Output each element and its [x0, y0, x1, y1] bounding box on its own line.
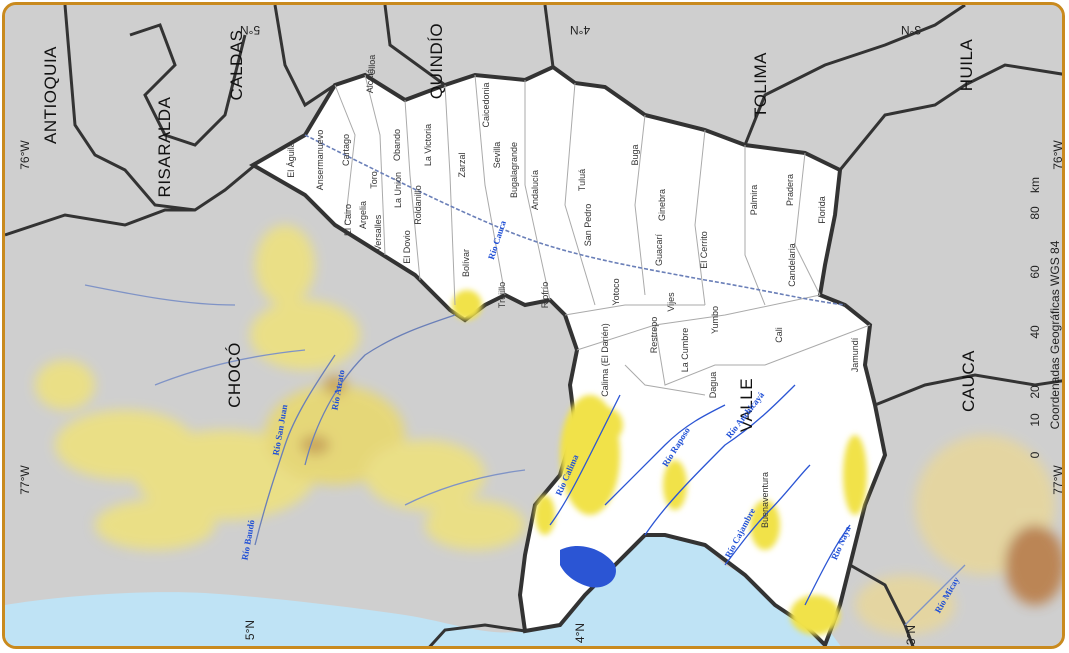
municipality-label: Tuluá — [577, 168, 587, 192]
municipality-label: Bolívar — [461, 248, 471, 278]
municipality-label: Jamundí — [850, 337, 860, 373]
municipality-label: Obando — [392, 128, 402, 162]
department-label: CALDAS — [227, 29, 246, 101]
municipality-label: El Cerrito — [699, 231, 709, 269]
municipality-label: Riofrío — [540, 281, 550, 309]
scale-tick-label: 10 — [1028, 413, 1042, 427]
department-label: HUILA — [957, 38, 976, 92]
municipality-label: Sevilla — [492, 141, 502, 169]
scale-tick-label: 20 — [1028, 385, 1042, 399]
coordinate-label: 3°N — [904, 624, 918, 646]
municipal-boundaries — [334, 74, 871, 396]
department-label: ANTIOQUIA — [41, 45, 60, 145]
municipality-label: Guacarí — [654, 233, 664, 267]
municipality-label: Roldanillo — [413, 185, 423, 225]
coordinate-label: 4°N — [569, 23, 591, 37]
coordinate-label: 3°N — [900, 23, 922, 37]
municipality-label: Restrepo — [649, 316, 659, 354]
municipality-label: Yotoco — [611, 278, 621, 306]
municipality-label: Dagua — [708, 371, 718, 399]
coordinate-label: 76°W — [18, 140, 32, 170]
municipality-label: Trujillo — [497, 281, 507, 309]
coordinate-label: 5°N — [243, 619, 257, 641]
municipality-label: Zarzal — [457, 152, 467, 178]
municipality-label: Alcalá — [365, 68, 375, 94]
municipality-label: Caicedonia — [481, 82, 491, 128]
municipality-label: El Dovio — [402, 230, 412, 264]
municipality-label: San Pedro — [583, 203, 593, 247]
department-label: QUINDÍO — [427, 22, 446, 100]
coordinate-label: 4°N — [573, 622, 587, 644]
crs-label: Coordenadas Geográficas WGS 84 — [1048, 240, 1062, 430]
coordinate-label: 77°W — [18, 465, 32, 495]
scale-tick-label: 60 — [1028, 265, 1042, 279]
rivers — [84, 134, 966, 626]
municipality-label: La Unión — [393, 171, 403, 209]
municipality-label: Pradera — [785, 173, 795, 207]
municipality-label: La Cumbre — [680, 327, 690, 373]
department-label: CHOCÓ — [225, 342, 244, 408]
municipality-label: Candelaria — [787, 243, 797, 287]
department-label: RISARALDA — [155, 96, 174, 198]
municipality-label: El Águila — [286, 142, 296, 178]
department-borders — [5, 5, 1062, 646]
municipality-label: Andalucía — [530, 169, 540, 211]
municipality-label: Yumbo — [710, 305, 720, 335]
department-label: TOLIMA — [751, 52, 770, 118]
municipality-label: Ginebra — [657, 188, 667, 222]
department-label: CAUCA — [959, 349, 978, 413]
lake — [560, 545, 616, 588]
municipality-label: Ansermanuevo — [315, 129, 325, 191]
municipality-label: Versalles — [373, 214, 383, 252]
coordinate-label: 5°N — [239, 23, 261, 37]
municipality-label: Florida — [817, 196, 827, 224]
municipality-label: Palmira — [749, 184, 759, 216]
municipality-label: El Cairo — [343, 203, 353, 237]
municipality-label: Buenaventura — [760, 471, 770, 529]
scale-tick-label: 40 — [1028, 325, 1042, 339]
municipality-label: Vijes — [666, 292, 676, 312]
municipality-label: Buga — [630, 144, 640, 166]
municipality-label: Calima (El Darién) — [600, 323, 610, 397]
scale-tick-label: 0 — [1028, 451, 1042, 459]
scale-tick-label: 80 — [1028, 206, 1042, 220]
municipality-label: Cali — [774, 327, 784, 343]
coordinate-label: 76°W — [1051, 140, 1065, 170]
municipality-label: Argelia — [358, 200, 368, 230]
scale-unit: km — [1028, 177, 1042, 193]
municipality-label: Toro — [369, 171, 379, 189]
municipality-label: La Victoria — [423, 123, 433, 167]
municipality-label: Bugalagrande — [509, 141, 519, 199]
choco-hotspots — [35, 225, 1062, 635]
pacific-ocean — [5, 532, 841, 646]
municipality-label: Cartago — [341, 133, 351, 167]
map-canvas — [5, 5, 1062, 646]
coordinate-label: 77°W — [1051, 465, 1065, 495]
